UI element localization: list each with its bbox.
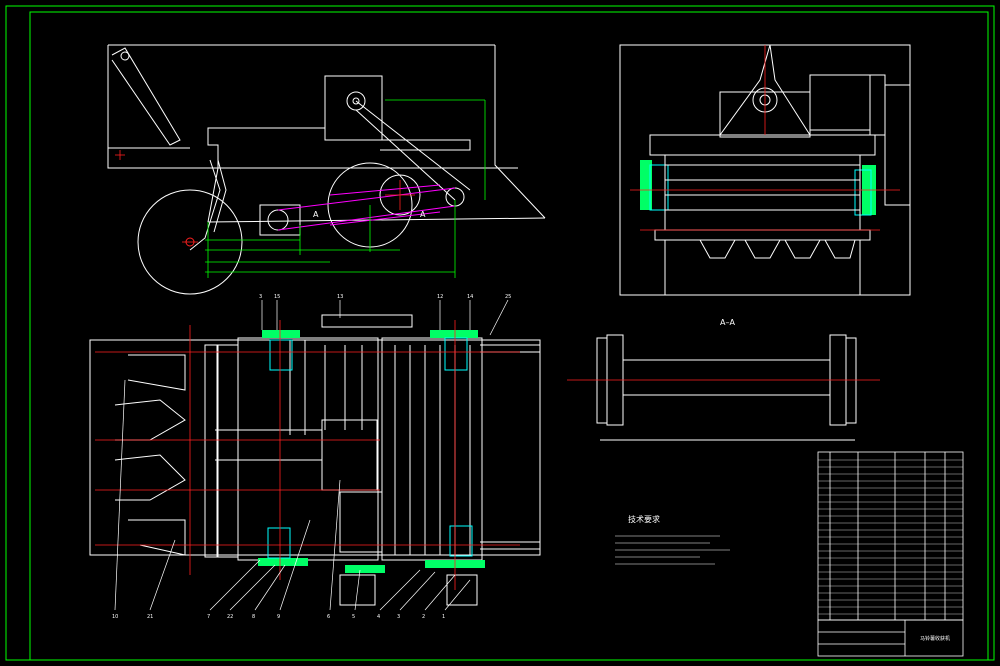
- technical-notes-lines: [615, 535, 730, 565]
- balloon-numbers-bottom: 10 21 7 22 8 9 6 5 4 3 2 1: [112, 614, 445, 620]
- svg-text:10: 10: [112, 614, 118, 620]
- section-mark-right: A: [420, 210, 426, 219]
- section-a-a-label: A–A: [720, 318, 735, 327]
- balloon-leaders-bottom: [114, 379, 471, 611]
- section-a-a: [596, 334, 857, 441]
- front-view-centerlines: [630, 45, 900, 231]
- svg-text:3: 3: [397, 614, 400, 620]
- svg-text:21: 21: [147, 614, 153, 620]
- svg-text:6: 6: [327, 614, 330, 620]
- side-view-dimensions: [205, 99, 486, 278]
- outer-border: [5, 5, 995, 661]
- svg-text:15: 15: [274, 294, 280, 300]
- svg-text:25: 25: [505, 294, 511, 300]
- drive-belt: [277, 184, 456, 231]
- plan-centerlines: [95, 320, 520, 590]
- svg-text:13: 13: [337, 294, 343, 300]
- svg-text:3: 3: [259, 294, 262, 300]
- svg-text:1: 1: [442, 614, 445, 620]
- svg-text:7: 7: [207, 614, 210, 620]
- svg-text:9: 9: [277, 614, 280, 620]
- title-block-name: 马铃薯收获机: [920, 635, 950, 642]
- section-mark-left: A: [313, 210, 319, 219]
- title-block: [817, 619, 964, 657]
- parts-list-rows: [818, 459, 963, 615]
- svg-text:2: 2: [422, 614, 425, 620]
- svg-text:22: 22: [227, 614, 233, 620]
- svg-text:4: 4: [377, 614, 380, 620]
- bearings: [267, 164, 872, 559]
- svg-text:8: 8: [252, 614, 255, 620]
- parts-list-table: [817, 451, 964, 621]
- side-view-centerlines: [115, 150, 415, 243]
- balloon-numbers-top: 3 15 13 12 14 25: [259, 294, 511, 300]
- technical-notes-title: 技术要求: [628, 514, 660, 524]
- front-view: [619, 44, 911, 296]
- side-view: [107, 44, 546, 295]
- inner-border: [29, 11, 989, 661]
- svg-text:5: 5: [352, 614, 355, 620]
- svg-text:14: 14: [467, 294, 473, 300]
- bearing-hatches: [258, 160, 876, 573]
- balloon-leaders-top: [261, 299, 509, 336]
- svg-text:12: 12: [437, 294, 443, 300]
